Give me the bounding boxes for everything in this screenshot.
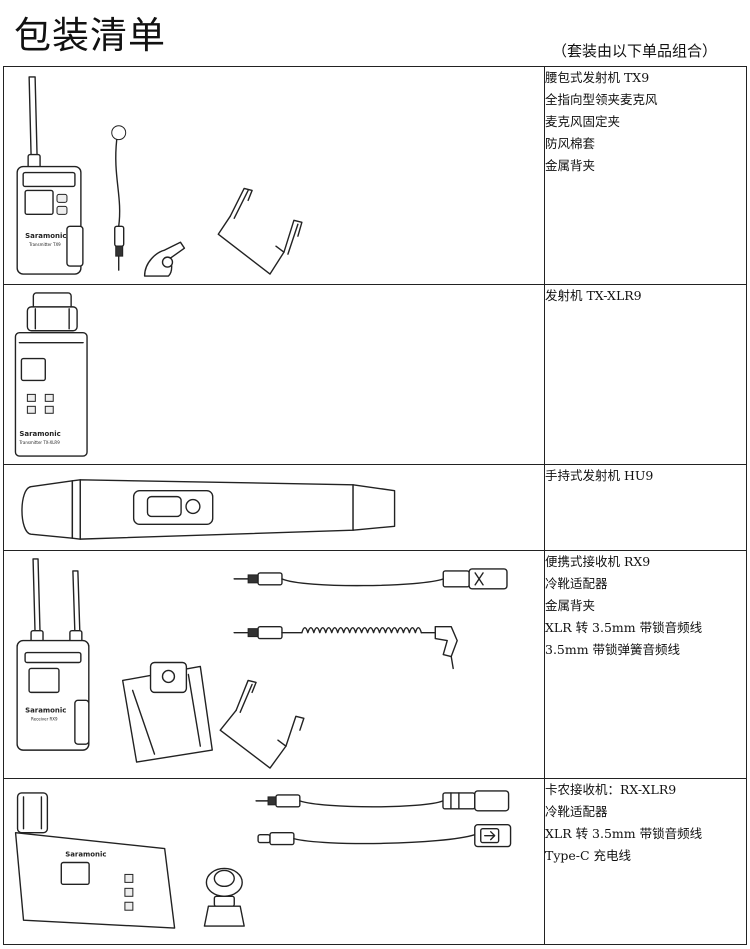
product-illustration-cell: Saramonic [3,778,545,945]
rx-xlr9-receiver-image: Saramonic [14,792,176,929]
product-illustration-cell: Saramonic Receiver RX9 [3,550,545,779]
lavalier-microphone-image [111,125,127,271]
list-item: 金属背夹 [545,598,596,613]
cold-shoe-adapter-image [203,867,245,927]
list-item: 卡农接收机：RX-XLR9 [545,782,677,797]
metal-belt-clip-image [217,187,303,275]
list-item: Type-C 充电线 [545,848,632,863]
product-illustration-cell: Saramonic Transmitter TX9 [3,66,545,285]
list-item: 腰包式发射机 TX9 [545,70,650,85]
contents-list-cell: 腰包式发射机 TX9 全指向型领夹麦克风 麦克风固定夹 防风棉套 金属背夹 [544,66,747,285]
rx-xlr9-kit-illustration: Saramonic [14,790,512,929]
tx9-kit-illustration: Saramonic Transmitter TX9 [16,76,303,277]
table-row: Saramonic Receiver RX9 [3,550,747,779]
tx9-transmitter-image: Saramonic Transmitter TX9 [16,76,84,275]
contents-list-cell: 卡农接收机：RX-XLR9 冷靴适配器 XLR 转 3.5mm 带锁音频线 Ty… [544,778,747,945]
list-item: 冷靴适配器 [545,804,608,819]
page-title: 包装清单 [14,14,166,57]
list-item: 全指向型领夹麦克风 [545,92,658,107]
hu9-illustration [21,479,396,540]
table-row: 手持式发射机 HU9 [3,464,747,551]
device-model-label: Transmitter TX9 [28,242,61,247]
table-row: Saramonic Transmitter TX-XLR9 发射机 TX-XLR… [3,284,747,465]
product-illustration-cell: Saramonic Transmitter TX-XLR9 [3,284,545,465]
contents-list-cell: 发射机 TX-XLR9 [544,284,747,465]
3.5mm-coiled-cable-image [233,625,458,670]
type-c-charging-cable-image [257,824,512,848]
hu9-handheld-transmitter-image [21,479,396,540]
tx-xlr9-illustration: Saramonic Transmitter TX-XLR9 [14,292,88,457]
list-item: 便携式接收机 RX9 [545,554,651,569]
list-item: 防风棉套 [545,136,596,151]
tx-xlr9-transmitter-image: Saramonic Transmitter TX-XLR9 [14,292,88,457]
rx9-kit-illustration: Saramonic Receiver RX9 [16,558,508,769]
list-item: XLR 转 3.5mm 带锁音频线 [545,826,703,841]
brand-label: Saramonic [25,706,66,714]
brand-label: Saramonic [25,232,66,240]
product-illustration-cell [3,464,545,551]
list-item: 金属背夹 [545,158,596,173]
list-item: 3.5mm 带锁弹簧音频线 [545,642,681,657]
device-model-label: Transmitter TX-XLR9 [18,440,60,445]
table-row: Saramonic Transmitter TX9 [3,66,747,285]
metal-belt-clip-image [219,679,305,769]
list-item: 麦克风固定夹 [545,114,621,129]
rx9-receiver-image: Saramonic Receiver RX9 [16,558,90,751]
mic-clip-image [143,241,186,277]
contents-list-cell: 手持式发射机 HU9 [544,464,747,551]
list-item: XLR 转 3.5mm 带锁音频线 [545,620,703,635]
list-item: 冷靴适配器 [545,576,608,591]
xlr-to-3.5mm-cable-image [233,568,508,590]
cold-shoe-adapter-image [121,661,213,763]
page-subtitle: （套装由以下单品组合） [552,42,718,60]
list-item: 手持式发射机 HU9 [545,468,654,483]
packing-list-table: Saramonic Transmitter TX9 [3,66,747,945]
list-item: 发射机 TX-XLR9 [545,288,642,303]
table-row: Saramonic [3,778,747,945]
device-model-label: Receiver RX9 [31,716,58,721]
brand-label: Saramonic [65,851,106,859]
xlr-to-3.5mm-cable-image [255,790,510,812]
brand-label: Saramonic [19,430,60,438]
contents-list-cell: 便携式接收机 RX9 冷靴适配器 金属背夹 XLR 转 3.5mm 带锁音频线 … [544,550,747,779]
